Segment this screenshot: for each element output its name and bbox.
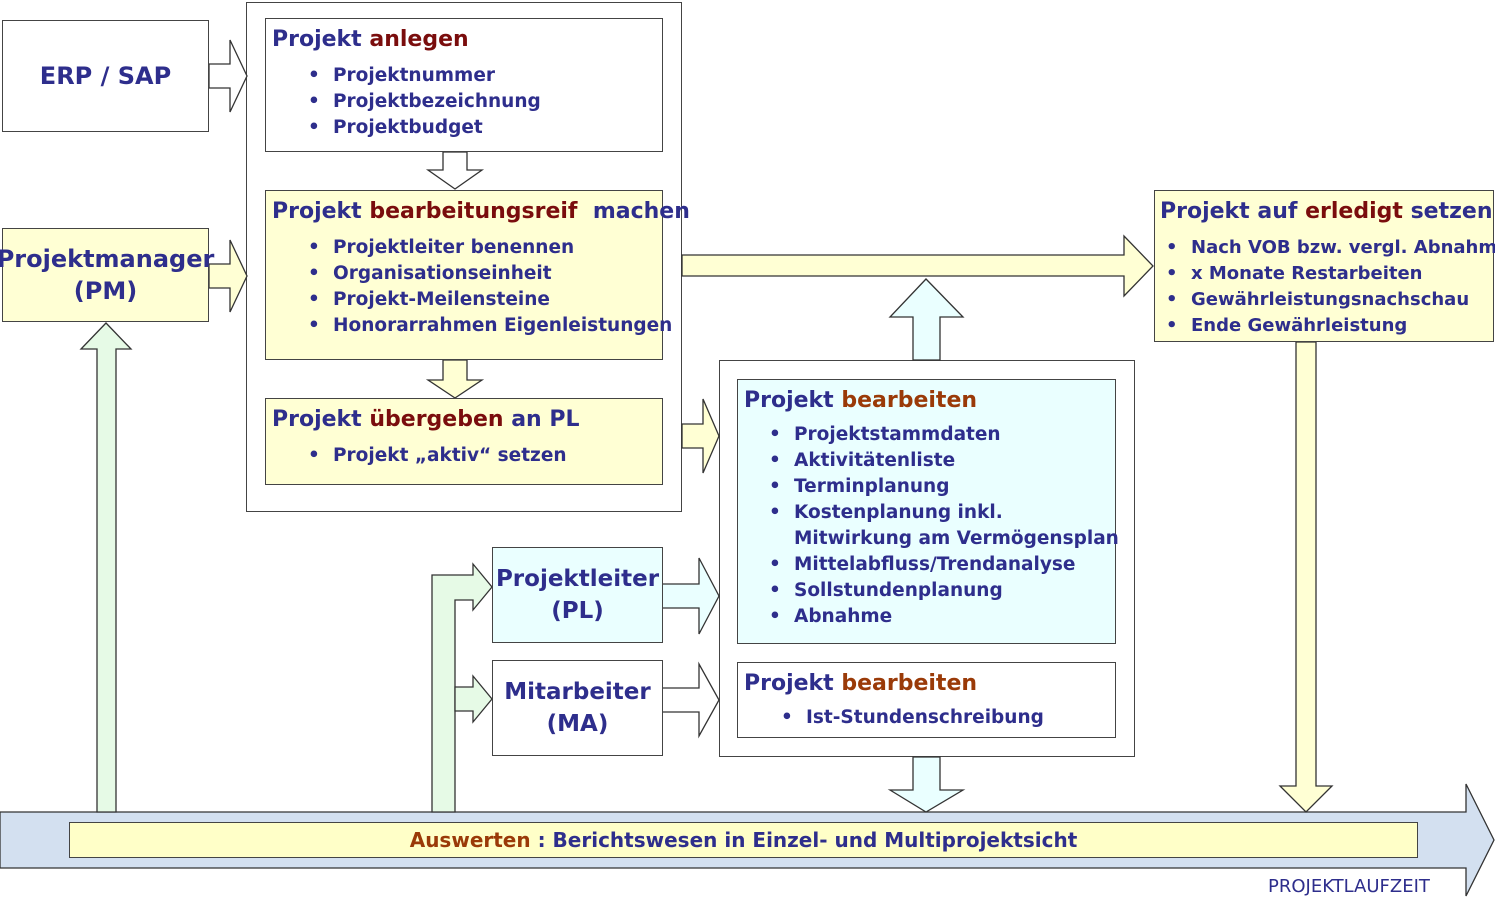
bearbeitungsreif-list: Projektleiter benennen Organisationseinh… xyxy=(308,235,672,339)
pl-line2: (PL) xyxy=(551,598,604,624)
list-item: Gewährleistungsnachschau xyxy=(1166,287,1495,313)
list-item: Projektbudget xyxy=(308,115,541,141)
list-item: Projekt-Meilensteine xyxy=(308,287,672,313)
list-item: Projektleiter benennen xyxy=(308,235,672,261)
anlegen-list: Projektnummer Projektbezeichnung Projekt… xyxy=(308,63,541,141)
uebergeben-title-suffix: an PL xyxy=(503,407,580,432)
bearbeitungsreif-title-prefix: Projekt xyxy=(272,199,370,224)
list-item: Projekt „aktiv“ setzen xyxy=(308,443,566,469)
list-item: Projektstammdaten xyxy=(769,422,1119,448)
uebergeben-keyword: übergeben xyxy=(369,407,504,432)
projektmanager-box: Projektmanager (PM) xyxy=(0,228,214,322)
bearbeiten-pl-list: Projektstammdaten Aktivitätenliste Termi… xyxy=(769,422,1119,630)
bearbeitungsreif-title-suffix: machen xyxy=(577,199,690,224)
list-item-continuation: Mitwirkung am Vermögensplan xyxy=(794,528,1119,549)
arrow-bearbeitungsreif-to-uebergeben xyxy=(425,359,485,399)
erledigt-keyword: erledigt xyxy=(1305,199,1403,224)
list-item: Ende Gewährleistung xyxy=(1166,313,1495,339)
bearbeitungsreif-keyword: bearbeitungsreif xyxy=(369,199,578,224)
bearbeiten-ma-title: Projekt bearbeiten xyxy=(744,671,977,697)
list-item: Terminplanung xyxy=(769,474,1119,500)
anlegen-box: Projekt anlegen Projektnummer Projektbez… xyxy=(265,18,663,152)
pl-line1: Projektleiter xyxy=(495,566,660,592)
pm-line2: (PM) xyxy=(73,277,138,305)
arrow-branch-to-ma xyxy=(454,674,493,724)
erledigt-title-prefix: Projekt auf xyxy=(1160,199,1306,224)
list-item: x Monate Restarbeiten xyxy=(1166,261,1495,287)
erledigt-title: Projekt auf erledigt setzen xyxy=(1160,199,1493,225)
erp-sap-label: ERP / SAP xyxy=(39,62,172,90)
projektleiter-box: Projektleiter (PL) xyxy=(492,547,663,643)
anlegen-title-prefix: Projekt xyxy=(272,27,370,52)
arrow-to-erledigt xyxy=(681,234,1154,298)
ma-line1: Mitarbeiter xyxy=(504,679,651,705)
erledigt-box: Projekt auf erledigt setzen Nach VOB bzw… xyxy=(1154,190,1495,342)
arrow-bearbeiten-up xyxy=(888,278,965,361)
bearbeitungsreif-box: Projekt bearbeitungsreif machen Projektl… xyxy=(265,190,690,360)
ma-line2: (MA) xyxy=(546,711,609,737)
pm-line1: Projektmanager xyxy=(0,245,215,273)
bearbeitungsreif-title: Projekt bearbeitungsreif machen xyxy=(272,199,690,225)
projektlaufzeit-label: PROJEKTLAUFZEIT xyxy=(1268,876,1430,897)
erledigt-title-suffix: setzen xyxy=(1402,199,1493,224)
bearbeiten-pl-box: Projekt bearbeiten Projektstammdaten Akt… xyxy=(737,379,1119,644)
list-item: Aktivitätenliste xyxy=(769,448,1119,474)
erp-sap-box: ERP / SAP xyxy=(2,20,209,132)
list-item: Mittelabfluss/Trendanalyse xyxy=(769,552,1119,578)
arrow-pl-to-bearbeiten xyxy=(661,557,720,635)
list-item: Projektbezeichnung xyxy=(308,89,541,115)
list-item: Honorarrahmen Eigenleistungen xyxy=(308,313,672,339)
bearbeiten-pl-keyword: bearbeiten xyxy=(841,388,978,413)
bearbeiten-ma-list: Ist-Stundenschreibung xyxy=(781,705,1044,731)
bearbeiten-ma-box: Projekt bearbeiten Ist-Stundenschreibung xyxy=(737,662,1116,738)
list-item: Ist-Stundenschreibung xyxy=(781,705,1044,731)
list-item: Organisationseinheit xyxy=(308,261,672,287)
uebergeben-box: Projekt übergeben an PL Projekt „aktiv“ … xyxy=(265,398,663,485)
arrow-bearbeiten-down xyxy=(887,756,966,813)
arrow-anlegen-to-bearbeitungsreif xyxy=(425,151,485,190)
erledigt-list: Nach VOB bzw. vergl. Abnahme x Monate Re… xyxy=(1166,235,1495,339)
uebergeben-list: Projekt „aktiv“ setzen xyxy=(308,443,566,469)
list-item: Sollstundenplanung xyxy=(769,578,1119,604)
bearbeiten-pl-title: Projekt bearbeiten xyxy=(744,388,977,414)
auswerten-text: Berichtswesen in Einzel- und Multiprojek… xyxy=(552,828,1078,852)
auswerten-keyword: Auswerten xyxy=(409,828,531,852)
arrow-erledigt-down xyxy=(1278,341,1334,813)
arrow-timeline-to-pm xyxy=(79,322,133,813)
list-item: Abnahme xyxy=(769,604,1119,630)
bearbeiten-pl-title-prefix: Projekt xyxy=(744,388,842,413)
anlegen-keyword: anlegen xyxy=(369,27,469,52)
uebergeben-title-prefix: Projekt xyxy=(272,407,370,432)
arrow-ma-to-bearbeiten xyxy=(661,661,720,739)
arrow-uebergeben-to-bearbeiten xyxy=(681,398,720,474)
bearbeiten-ma-keyword: bearbeiten xyxy=(841,671,978,696)
uebergeben-title: Projekt übergeben an PL xyxy=(272,407,580,433)
auswerten-bar: Auswerten : Berichtswesen in Einzel- und… xyxy=(69,822,1418,858)
arrow-pm-to-bearbeitungsreif xyxy=(208,239,248,313)
list-item: Nach VOB bzw. vergl. Abnahme xyxy=(1166,235,1495,261)
list-item: Projektnummer xyxy=(308,63,541,89)
arrow-erp-to-anlegen xyxy=(208,39,248,113)
auswerten-separator: : xyxy=(530,828,553,852)
anlegen-title: Projekt anlegen xyxy=(272,27,469,53)
mitarbeiter-box: Mitarbeiter (MA) xyxy=(492,660,663,756)
list-item: Kostenplanung inkl. xyxy=(769,500,1119,526)
bearbeiten-ma-title-prefix: Projekt xyxy=(744,671,842,696)
